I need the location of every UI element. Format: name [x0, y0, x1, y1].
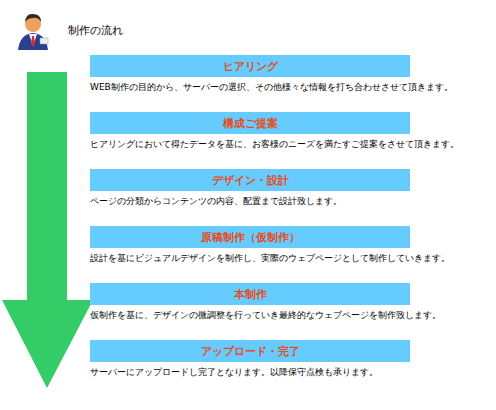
step-band: 本制作: [90, 283, 410, 305]
step-description: サーバーにアップロードし完了となります。以降保守点検も承ります。: [90, 367, 490, 379]
process-step: 原稿制作（仮制作） 設計を基にビジュアルデザインを制作し、実際のウェブページとして…: [90, 226, 490, 265]
step-band: 構成ご提案: [90, 112, 410, 134]
step-description: 設計を基にビジュアルデザインを制作し、実際のウェブページとして制作していきます。: [90, 253, 490, 265]
step-description: 仮制作を基に、デザインの微調整を行っていき最終的なウェブページを制作致します。: [90, 310, 490, 322]
step-heading: 原稿制作（仮制作）: [201, 230, 300, 245]
step-heading: ヒアリング: [223, 59, 278, 74]
step-band: アップロード・完了: [90, 340, 410, 362]
flow-arrow: [2, 72, 93, 388]
process-step: 本制作仮制作を基に、デザインの微調整を行っていき最終的なウェブページを制作致しま…: [90, 283, 490, 322]
step-description: WEB制作の目的から、サーバーの選択、その他様々な情報を打ち合わせさせて頂きます…: [90, 82, 490, 94]
process-step: アップロード・完了サーバーにアップロードし完了となります。以降保守点検も承ります…: [90, 340, 490, 379]
process-step: ヒアリング WEB制作の目的から、サーバーの選択、その他様々な情報を打ち合わせさせ…: [90, 55, 490, 94]
step-heading: 本制作: [234, 287, 267, 302]
step-heading: デザイン・設計: [212, 173, 289, 188]
step-heading: アップロード・完了: [201, 344, 300, 359]
step-band: デザイン・設計: [90, 169, 410, 191]
diagram-title: 制作の流れ: [68, 23, 123, 38]
person-icon: [18, 14, 48, 50]
step-description: ページの分類からコンテンツの内容、配置まで設計致します。: [90, 196, 490, 208]
process-step: デザイン・設計ページの分類からコンテンツの内容、配置まで設計致します。: [90, 169, 490, 208]
process-step: 構成ご提案ヒアリングにおいて得たデータを基に、お客様のニーズを満たすご提案をさせ…: [90, 112, 490, 151]
step-description: ヒアリングにおいて得たデータを基に、お客様のニーズを満たすご提案をさせて頂きます…: [90, 139, 490, 151]
step-band: ヒアリング: [90, 55, 410, 77]
step-band: 原稿制作（仮制作）: [90, 226, 410, 248]
step-heading: 構成ご提案: [223, 116, 278, 131]
